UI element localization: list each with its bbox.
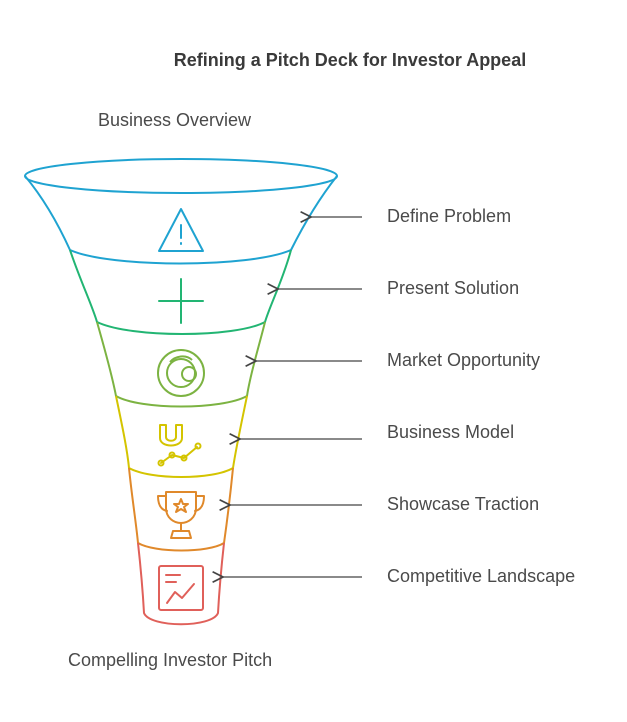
magnet-chart-icon <box>157 424 202 467</box>
warning-triangle-icon <box>158 208 204 252</box>
stage-label-competitive-landscape: Competitive Landscape <box>387 566 576 586</box>
stage-label-market-opportunity: Market Opportunity <box>387 350 541 370</box>
stage-label-present-solution: Present Solution <box>387 278 520 298</box>
stage-label-showcase-traction: Showcase Traction <box>387 494 540 514</box>
funnel-stage-1 <box>24 158 338 265</box>
funnel-stage-2 <box>69 249 292 335</box>
stage-label-business-model: Business Model <box>387 422 515 442</box>
diagram-title: Refining a Pitch Deck for Investor Appea… <box>173 50 527 70</box>
funnel-rim <box>24 158 338 194</box>
document-chart-icon <box>158 565 204 611</box>
funnel-stage-6 <box>137 542 225 626</box>
arrows <box>223 217 362 577</box>
trophy-icon <box>157 491 205 539</box>
plus-icon <box>158 278 204 324</box>
target-circle-icon <box>157 349 205 397</box>
funnel-top-label: Business Overview <box>98 110 252 130</box>
funnel-bottom-label: Compelling Investor Pitch <box>68 650 273 670</box>
stage-label-define-problem: Define Problem <box>387 206 512 226</box>
